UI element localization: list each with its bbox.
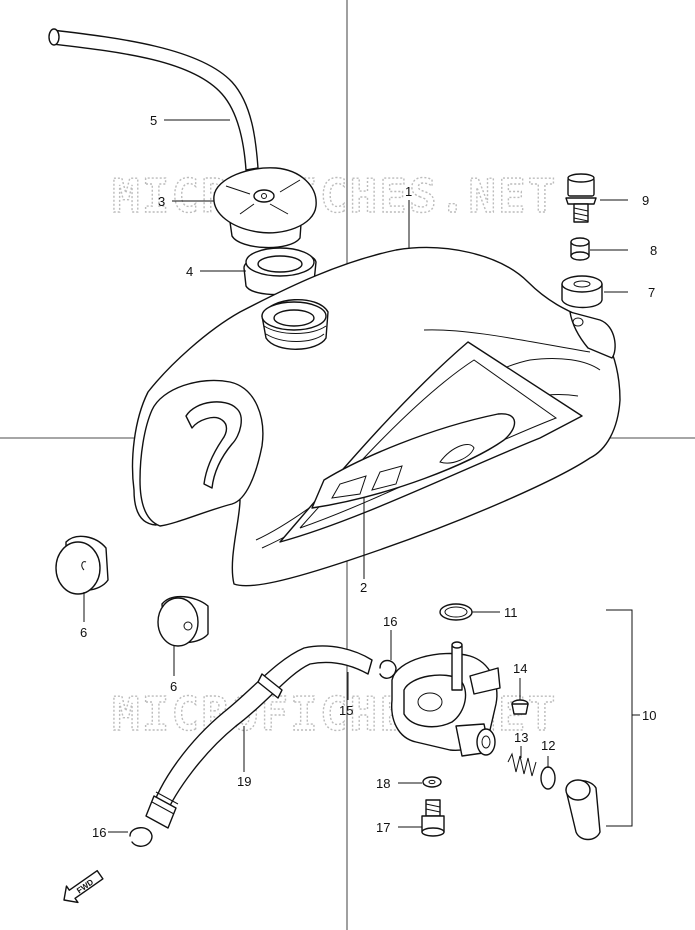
callout-16-lower: 16 (92, 825, 106, 840)
drain-bolt[interactable] (421, 799, 445, 837)
o-ring-large[interactable] (439, 603, 473, 621)
callout-4: 4 (186, 264, 193, 279)
fuel-hose[interactable] (145, 645, 373, 829)
callout-1: 1 (405, 184, 412, 199)
callout-12: 12 (541, 738, 555, 753)
callout-2: 2 (360, 580, 367, 595)
drain-washer[interactable] (422, 776, 442, 788)
callout-17: 17 (376, 820, 390, 835)
callout-14: 14 (513, 661, 527, 676)
callout-10: 10 (642, 708, 656, 723)
leader-lines (83, 119, 640, 833)
callout-11: 11 (504, 605, 518, 620)
callout-6-upper: 6 (80, 625, 87, 640)
tank-emblem[interactable] (311, 413, 516, 509)
hose-clip-upper[interactable] (379, 659, 397, 679)
breather-hose[interactable] (48, 28, 259, 171)
callout-7: 7 (648, 285, 655, 300)
callout-16-upper: 16 (383, 614, 397, 629)
hose-clip-lower[interactable] (129, 827, 153, 847)
side-cushion-upper[interactable] (55, 535, 109, 595)
callout-8: 8 (650, 243, 657, 258)
watermark-top: MICROFICHES.NET (112, 169, 557, 223)
o-ring-small[interactable] (540, 766, 556, 790)
fuel-cock[interactable] (391, 641, 501, 757)
callout-13: 13 (514, 730, 528, 745)
callout-9: 9 (642, 193, 649, 208)
fuel-tank[interactable] (131, 246, 621, 587)
callout-5: 5 (150, 113, 157, 128)
callout-19: 19 (237, 774, 251, 789)
rear-cushion[interactable] (561, 275, 603, 309)
spring[interactable] (507, 752, 537, 777)
fuel-cock-lever[interactable] (565, 779, 601, 841)
callout-3: 3 (158, 194, 165, 209)
fuel-cap[interactable] (213, 167, 317, 249)
callout-18: 18 (376, 776, 390, 791)
side-cushion-lower[interactable] (157, 596, 209, 647)
callout-6-lower: 6 (170, 679, 177, 694)
bracket-10 (606, 609, 633, 827)
callout-15: 15 (339, 703, 353, 718)
mounting-bolt[interactable] (565, 173, 597, 223)
collar[interactable] (570, 237, 590, 261)
cock-screw[interactable] (511, 699, 529, 715)
fwd-arrow: FWD (63, 869, 104, 904)
